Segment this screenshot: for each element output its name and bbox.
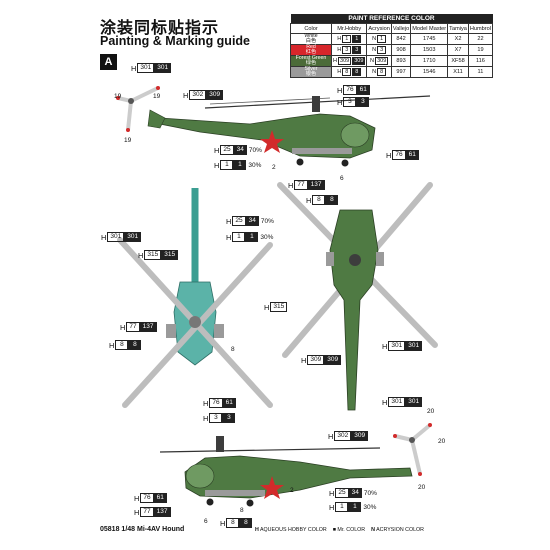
side-view-top [116,86,431,167]
part-number: 20 [438,438,446,445]
humbrol-code: 11 [467,66,494,78]
instruction-sheet [80,12,472,540]
top-view [277,182,438,411]
table-title: PAINT REFERENCE COLOR [290,14,493,24]
part-number: 6 [204,518,208,525]
side-view-bottom [159,423,432,507]
product-footer: 05818 1/48 Mi-4AV Hound [100,526,185,533]
part-number: 8 [231,346,235,353]
part-number: 20 [427,408,435,415]
part-number: 19 [124,137,132,144]
part-number: 6 [340,175,344,182]
title-english: Painting & Marking guide [100,34,251,48]
part-number: 8 [240,507,244,514]
part-number: 2 [290,487,294,494]
paint-reference-table: PAINT REFERENCE COLOR Color Mr.Hobby Acr… [290,14,494,78]
vallejo-code: 997 [390,66,412,78]
part-number: 20 [418,484,426,491]
section-letter: A [100,54,117,70]
title-chinese: 涂装同标贴指示 [100,18,220,37]
color-legend: H AQUEOUS HOBBY COLOR ■ Mr. COLOR N ACRY… [255,527,424,533]
part-number: 19 [114,93,122,100]
part-number: 19 [153,93,161,100]
part-number: 2 [272,164,276,171]
modelmaster-code: 1710 [410,55,449,67]
tamiya-code: X11 [447,66,469,78]
modelmaster-code: 1546 [410,66,449,78]
bottom-view [117,188,273,408]
